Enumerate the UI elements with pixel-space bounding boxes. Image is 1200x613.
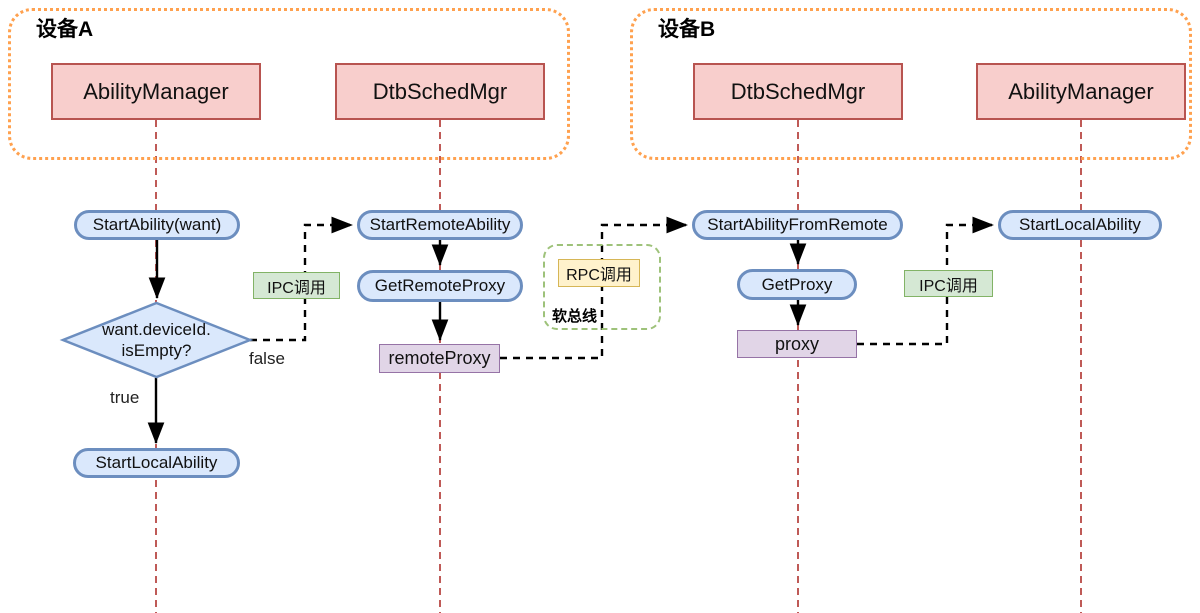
arrow-false-to-start-remote-ability [250, 216, 353, 342]
device-b-container [630, 8, 1192, 160]
label-soft-bus: 软总线 [552, 308, 598, 325]
device-b-title: 设备B [658, 18, 716, 41]
decision-text: want.deviceId. isEmpty? [63, 303, 250, 377]
actor-dtbschedmgr-b: DtbSchedMgr [693, 63, 903, 120]
node-remote-proxy: remoteProxy [379, 344, 500, 373]
node-start-ability-from-remote: StartAbilityFromRemote [692, 210, 903, 240]
node-get-remote-proxy: GetRemoteProxy [357, 270, 523, 302]
node-start-remote-ability: StartRemoteAbility [357, 210, 523, 240]
lifelines [155, 120, 1082, 613]
false-branch-label: false [249, 349, 285, 368]
node-start-local-ability-a: StartLocalAbility [73, 448, 240, 478]
actor-dtbschedmgr-a: DtbSchedMgr [335, 63, 545, 120]
label-rpc-call: RPC调用 [558, 259, 640, 287]
actor-ability-manager-b: AbilityManager [976, 63, 1186, 120]
actor-ability-manager-a: AbilityManager [51, 63, 261, 120]
decision-line1: want.deviceId. [102, 319, 211, 339]
decision-diamond [59, 301, 254, 379]
true-branch-label: true [110, 388, 140, 407]
node-proxy: proxy [737, 330, 857, 358]
node-start-ability: StartAbility(want) [74, 210, 240, 240]
device-a-container [8, 8, 570, 160]
solid-arrows [147, 240, 807, 444]
softbus-container [543, 244, 661, 330]
node-start-local-ability-b: StartLocalAbility [998, 210, 1162, 240]
label-ipc-call-right: IPC调用 [904, 270, 993, 297]
node-get-proxy: GetProxy [737, 269, 857, 300]
label-ipc-call-left: IPC调用 [253, 272, 340, 299]
device-a-title: 设备A [36, 18, 94, 41]
arrow-remoteproxy-to-start-ability-from-remote [500, 216, 688, 360]
decision-line2: isEmpty? [121, 341, 192, 360]
